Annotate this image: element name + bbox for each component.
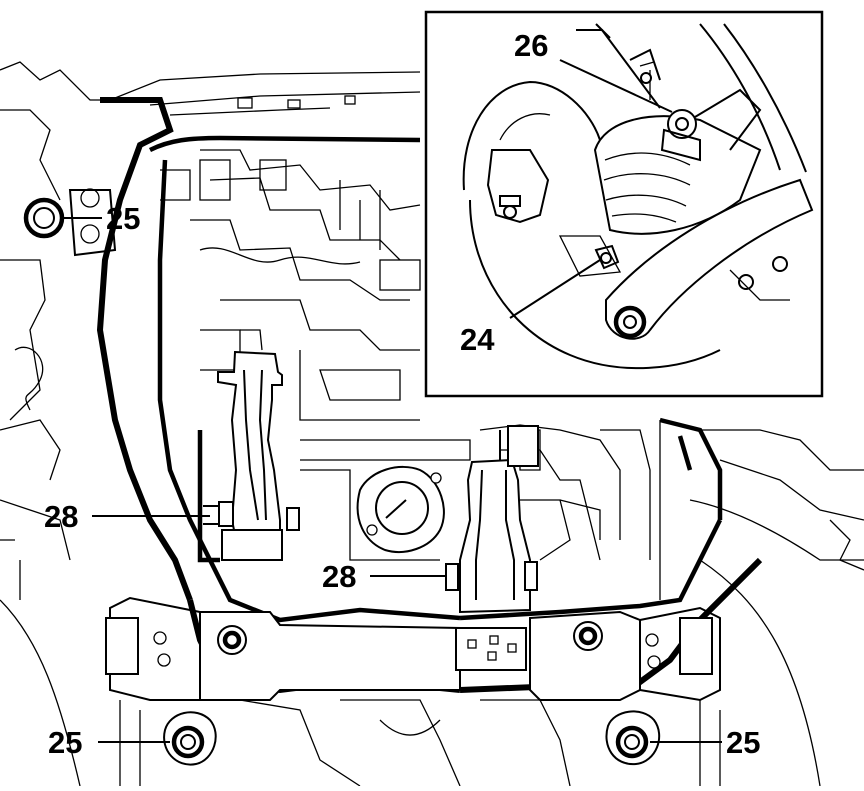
callout-labels: 25 28 28 25 25 26 24 bbox=[44, 28, 760, 760]
engine-mount-left bbox=[197, 329, 300, 563]
background-engine-detail bbox=[0, 61, 864, 787]
callout-28-center: 28 bbox=[322, 559, 356, 594]
bushing-bottom-left bbox=[163, 711, 217, 766]
callout-28-left: 28 bbox=[44, 499, 78, 534]
callout-25-top-left: 25 bbox=[106, 201, 140, 236]
callout-25-bottom-right: 25 bbox=[726, 725, 760, 760]
callout-24-inset: 24 bbox=[460, 322, 495, 357]
callout-26-inset: 26 bbox=[514, 28, 548, 63]
leader-lines bbox=[62, 217, 722, 743]
bushing-top-left bbox=[23, 188, 117, 257]
leader-26-inset bbox=[559, 59, 673, 113]
flange-plate bbox=[356, 465, 445, 553]
inset-detail bbox=[424, 10, 824, 398]
callout-25-bottom-left: 25 bbox=[48, 725, 82, 760]
bushing-bottom-right bbox=[605, 710, 661, 766]
engine-mount-center bbox=[445, 425, 539, 671]
leader-24-inset bbox=[509, 259, 601, 319]
